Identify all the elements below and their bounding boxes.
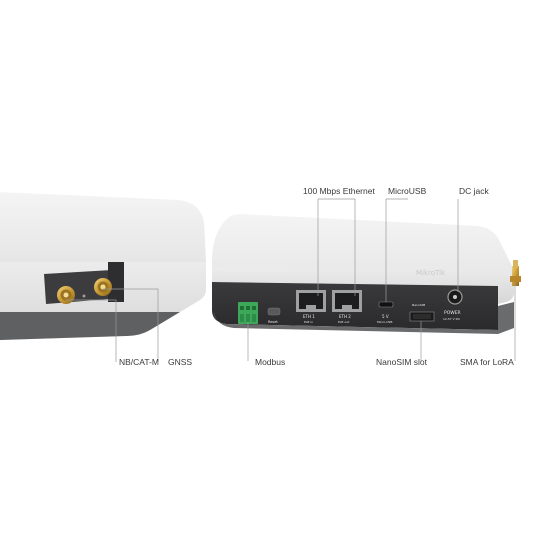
- callout-microusb: MicroUSB: [388, 186, 427, 196]
- usb-voltage-label: 5 V: [382, 314, 389, 319]
- main-device-base: [214, 302, 514, 334]
- eth1-sub-label: PoE in: [304, 320, 313, 324]
- callout-gnss: GNSS: [168, 357, 193, 367]
- callout-nbcatm: NB/CAT-M: [119, 357, 159, 367]
- ethernet-port-1: ETH 1 PoE in: [296, 290, 326, 324]
- main-device: MikroTik Reset ETH 1 PoE in: [212, 214, 521, 334]
- callout-dcjack: DC jack: [459, 186, 489, 196]
- ethernet-port-2: ETH 2 PoE out: [332, 290, 362, 324]
- dc-jack: POWER 12-57 V DC: [443, 289, 463, 321]
- callout-ethernet: 100 Mbps Ethernet: [303, 186, 375, 196]
- brand-logo: MikroTik: [416, 269, 446, 277]
- sim-label: NanoSIM: [412, 303, 426, 307]
- modbus-terminal: [238, 302, 258, 324]
- left-device-top: [0, 192, 206, 262]
- reset-label: Reset: [268, 320, 278, 324]
- callout-modbus: Modbus: [255, 357, 286, 367]
- eth2-sub-label: PoE out: [338, 320, 350, 324]
- eth2-label: ETH 2: [339, 314, 351, 319]
- usb-sub-label: Micro-USB: [377, 320, 392, 324]
- power-label: POWER: [444, 310, 461, 316]
- callout-nanosim: NanoSIM slot: [376, 357, 428, 367]
- power-sub-label: 12-57 V DC: [443, 317, 460, 321]
- nanosim-slot: NanoSIM: [409, 303, 435, 322]
- main-device-top: [212, 214, 514, 286]
- sma-connector-lora: [510, 260, 521, 286]
- sma-connector-gnss: [94, 278, 112, 296]
- callout-sma-lora: SMA for LoRA: [460, 357, 514, 367]
- left-device-base: [0, 312, 180, 340]
- main-device-front: [212, 268, 514, 304]
- sma-connector-nbcatm: [57, 286, 75, 304]
- reset-button: Reset: [267, 307, 281, 324]
- eth1-label: ETH 1: [303, 314, 315, 319]
- callout-lines: [66, 198, 516, 362]
- left-device: [0, 192, 206, 340]
